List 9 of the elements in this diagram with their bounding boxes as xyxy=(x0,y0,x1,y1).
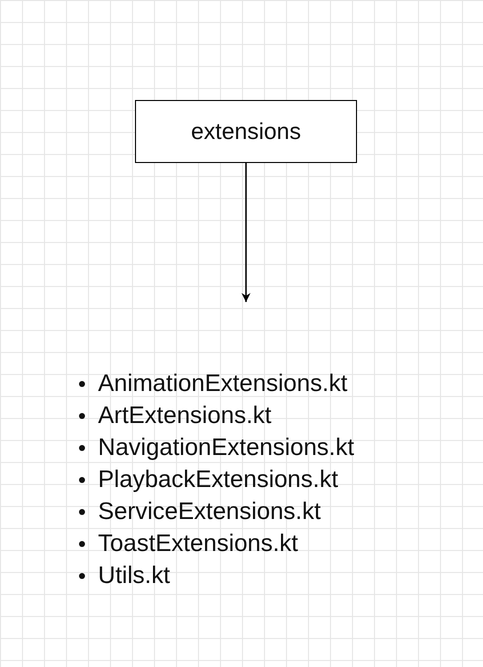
list-item: AnimationExtensions.kt xyxy=(98,369,348,399)
list-item: PlaybackExtensions.kt xyxy=(98,465,338,495)
list-item: ToastExtensions.kt xyxy=(98,529,298,559)
list-item: ArtExtensions.kt xyxy=(98,401,272,431)
process-box: extensions xyxy=(135,100,357,163)
list-item: NavigationExtensions.kt xyxy=(98,433,354,463)
list-item: Utils.kt xyxy=(98,561,170,591)
arrow xyxy=(242,163,250,302)
list-item: ServiceExtensions.kt xyxy=(98,497,321,527)
